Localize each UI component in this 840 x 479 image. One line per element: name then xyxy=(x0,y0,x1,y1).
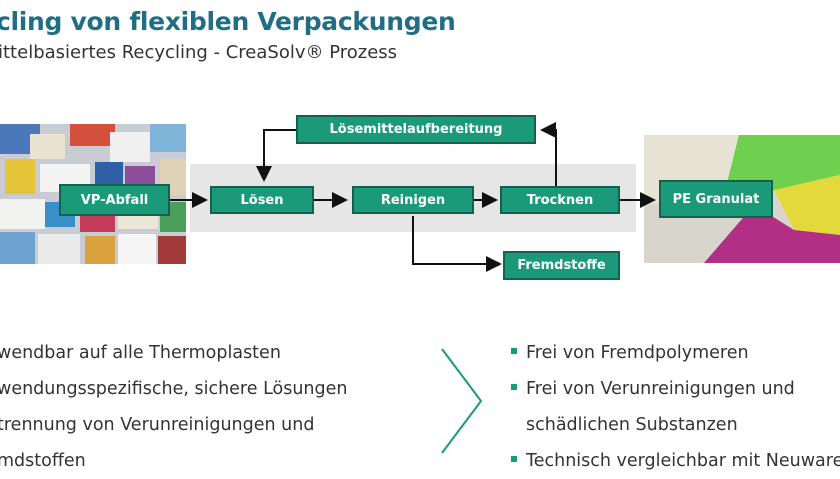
list-item-text: Frei von Fremdpolymeren xyxy=(526,343,749,363)
right-feature-list: Frei von Fremdpolymeren Frei von Verunre… xyxy=(511,335,840,479)
node-pe-granulat: PE Granulat xyxy=(659,180,773,218)
node-loesen: Lösen xyxy=(210,186,314,214)
node-label: Lösen xyxy=(240,192,284,208)
node-fremdstoffe: Fremdstoffe xyxy=(503,251,620,280)
list-item: wendbar auf alle Thermoplasten xyxy=(0,343,281,363)
list-item: Frei von Fremdpolymeren xyxy=(511,335,840,371)
list-item: mdstoffen xyxy=(0,451,86,471)
slide-title: cling von flexiblen Verpackungen xyxy=(0,7,456,36)
node-reinigen: Reinigen xyxy=(352,186,474,214)
list-item: wendungsspezifische, sichere Lösungen xyxy=(0,379,348,399)
bullet-icon xyxy=(511,348,517,354)
list-item-text: Technisch vergleichbar mit Neuware xyxy=(526,451,840,471)
node-vp-abfall: VP-Abfall xyxy=(59,184,170,216)
node-label: Fremdstoffe xyxy=(517,258,606,273)
node-loesemittelaufbereitung: Lösemittelaufbereitung xyxy=(296,115,536,144)
node-label: Reinigen xyxy=(380,192,446,208)
node-label: Lösemittelaufbereitung xyxy=(329,122,503,137)
list-item-text: Frei von Verunreinigungen und xyxy=(526,379,795,399)
node-trocknen: Trocknen xyxy=(500,186,620,214)
list-item-text: schädlichen Substanzen xyxy=(526,415,738,435)
bullet-icon xyxy=(511,456,517,462)
list-item: Technisch vergleichbar mit Neuware xyxy=(511,443,840,479)
node-label: PE Granulat xyxy=(672,191,760,207)
left-feature-list: wendbar auf alle Thermoplasten wendungss… xyxy=(0,335,348,479)
list-item: schädlichen Substanzen xyxy=(511,407,840,443)
slide-subtitle: ittelbasiertes Recycling - CreaSolv® Pro… xyxy=(0,42,398,63)
list-item: trennung von Verunreinigungen und xyxy=(0,415,315,435)
list-item: Frei von Verunreinigungen und xyxy=(511,371,840,407)
bullet-icon xyxy=(511,384,517,390)
node-label: Trocknen xyxy=(526,192,594,208)
node-label: VP-Abfall xyxy=(80,192,149,208)
